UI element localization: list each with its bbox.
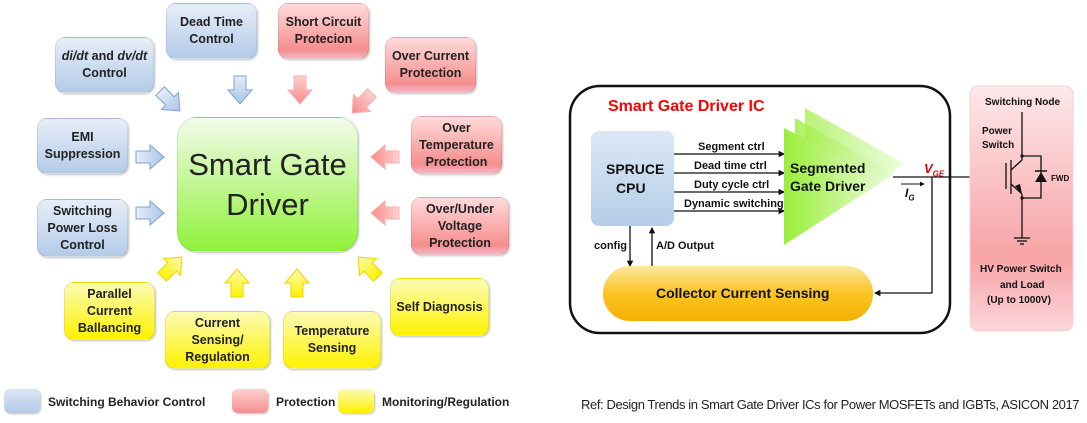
ouv-line3: Protection bbox=[429, 235, 491, 250]
collector-current-sensing-block bbox=[603, 266, 873, 321]
legend-swatch-switching bbox=[4, 389, 40, 413]
vge-main: V bbox=[924, 161, 933, 176]
smart-gate-driver-block: Smart Gate Driver bbox=[177, 117, 358, 252]
legend-label-switching: Switching Behavior Control bbox=[48, 395, 206, 409]
di-dt-italic: di/dt bbox=[61, 49, 89, 63]
center-label-line2: Driver bbox=[226, 186, 309, 222]
driver-segment-1 bbox=[784, 128, 885, 245]
signal-dynamic-switching: Dynamic switching bbox=[684, 198, 784, 210]
ouv-line1: Over/Under bbox=[425, 201, 495, 216]
switching-node-label: Switching Node bbox=[985, 97, 1060, 108]
sense-feedback-line bbox=[873, 177, 933, 297]
switching-power-loss-control-box: Switching Power Loss Control bbox=[37, 199, 128, 257]
legend-label-monitoring: Monitoring/Regulation bbox=[382, 395, 510, 409]
collector-node-dot bbox=[1020, 154, 1024, 158]
fwd-label: FWD bbox=[1051, 174, 1070, 183]
config-label: config bbox=[594, 240, 627, 252]
power-switch-label-line2: Switch bbox=[982, 140, 1015, 151]
legend-swatch-protection bbox=[232, 389, 268, 413]
oc-line2: Protection bbox=[399, 66, 462, 80]
pcb-line3: Ballancing bbox=[77, 320, 142, 335]
parallel-current-balancing-box: Parallel Current Ballancing bbox=[64, 282, 155, 340]
ot-line2: Temperature bbox=[419, 137, 494, 152]
spl-line1: Switching bbox=[52, 203, 113, 218]
legend-swatch-monitoring bbox=[338, 389, 374, 413]
hv-label-line2: and Load bbox=[1000, 280, 1045, 291]
pcb-line2: Current bbox=[86, 303, 133, 318]
sc-line2: Protecion bbox=[294, 32, 353, 46]
center-label-line1: Smart Gate bbox=[188, 146, 347, 182]
ig-sub: G bbox=[908, 193, 915, 203]
cpu-label-line2: CPU bbox=[616, 180, 646, 196]
ot-line3: Protection bbox=[425, 154, 488, 169]
emi-line2: Suppression bbox=[44, 147, 121, 161]
spl-line2: Power Loss bbox=[47, 220, 118, 235]
sd-line1: Self Diagnosis bbox=[396, 299, 483, 314]
legend-label-protection: Protection bbox=[276, 395, 336, 409]
cpu-label-line1: SPRUCE bbox=[606, 161, 665, 177]
ad-output-label: A/D Output bbox=[656, 240, 715, 252]
ig-main: I bbox=[905, 186, 909, 200]
over-under-voltage-protection-box: Over/Under Voltage Protection bbox=[411, 197, 509, 255]
igbt-emitter-arrow bbox=[1015, 184, 1022, 194]
signal-duty-cycle-ctrl: Duty cycle ctrl bbox=[694, 179, 770, 191]
signal-segment-ctrl: Segment ctrl bbox=[698, 141, 765, 153]
ts-line1: Temperature bbox=[294, 324, 370, 338]
current-sensing-regulation-box: Current Sensing/ Regulation bbox=[165, 311, 270, 369]
fwd-diode-icon bbox=[1035, 172, 1047, 182]
spl-line3: Control bbox=[60, 237, 105, 252]
oc-line1: Over Current bbox=[391, 49, 470, 63]
vge-sub: GE bbox=[932, 169, 945, 179]
power-switch-label-line1: Power bbox=[982, 126, 1013, 137]
emi-line1: EMI bbox=[71, 130, 94, 144]
hv-label-line1: HV Power Switch bbox=[980, 264, 1062, 275]
short-circuit-protection-box: Short Circuit Protecion bbox=[278, 3, 369, 59]
csr-line1: Current Sensing/ bbox=[191, 315, 244, 347]
ouv-line2: Voltage bbox=[437, 218, 483, 233]
sc-line1: Short Circuit bbox=[285, 15, 362, 29]
pcb-line1: Parallel bbox=[87, 286, 132, 301]
sensing-label: Collector Current Sensing bbox=[656, 285, 830, 301]
di-dt-line2: Control bbox=[82, 66, 127, 80]
ic-title: Smart Gate Driver IC bbox=[608, 98, 765, 115]
driver-label-line1: Segmented bbox=[790, 160, 866, 176]
reference-citation: Ref: Design Trends in Smart Gate Driver … bbox=[581, 397, 1080, 412]
over-temperature-protection-box: Over Temperature Protection bbox=[411, 116, 502, 174]
emitter-node-dot bbox=[1020, 196, 1024, 200]
ot-line1: Over bbox=[442, 120, 471, 135]
di-dt-line1: di/dt and dv/dt bbox=[61, 49, 148, 63]
dead-time-control-box: Dead Time Control bbox=[166, 3, 257, 59]
over-current-protection-box: Over Current Protection bbox=[385, 37, 476, 93]
dv-dt-italic: dv/dt bbox=[117, 49, 148, 63]
ground-icon bbox=[1014, 237, 1030, 245]
temperature-sensing-box: Temperature Sensing bbox=[283, 311, 381, 369]
ts-line2: Sensing bbox=[307, 341, 357, 355]
driver-label-line2: Gate Driver bbox=[790, 178, 866, 194]
signal-dead-time-ctrl: Dead time ctrl bbox=[694, 160, 767, 172]
dead-time-line2: Control bbox=[189, 32, 234, 46]
csr-line2: Regulation bbox=[185, 349, 250, 364]
dead-time-line1: Dead Time bbox=[180, 15, 243, 29]
ig-label: IG bbox=[905, 186, 915, 202]
spruce-cpu-block bbox=[591, 131, 674, 226]
emi-suppression-box: EMI Suppression bbox=[37, 118, 128, 174]
self-diagnosis-box: Self Diagnosis bbox=[390, 278, 489, 336]
hv-label-line3: (Up to 1000V) bbox=[987, 295, 1051, 306]
di-dt-dv-dt-control-box: di/dt and dv/dt Control bbox=[55, 37, 154, 93]
vge-label: VGE bbox=[924, 161, 944, 179]
